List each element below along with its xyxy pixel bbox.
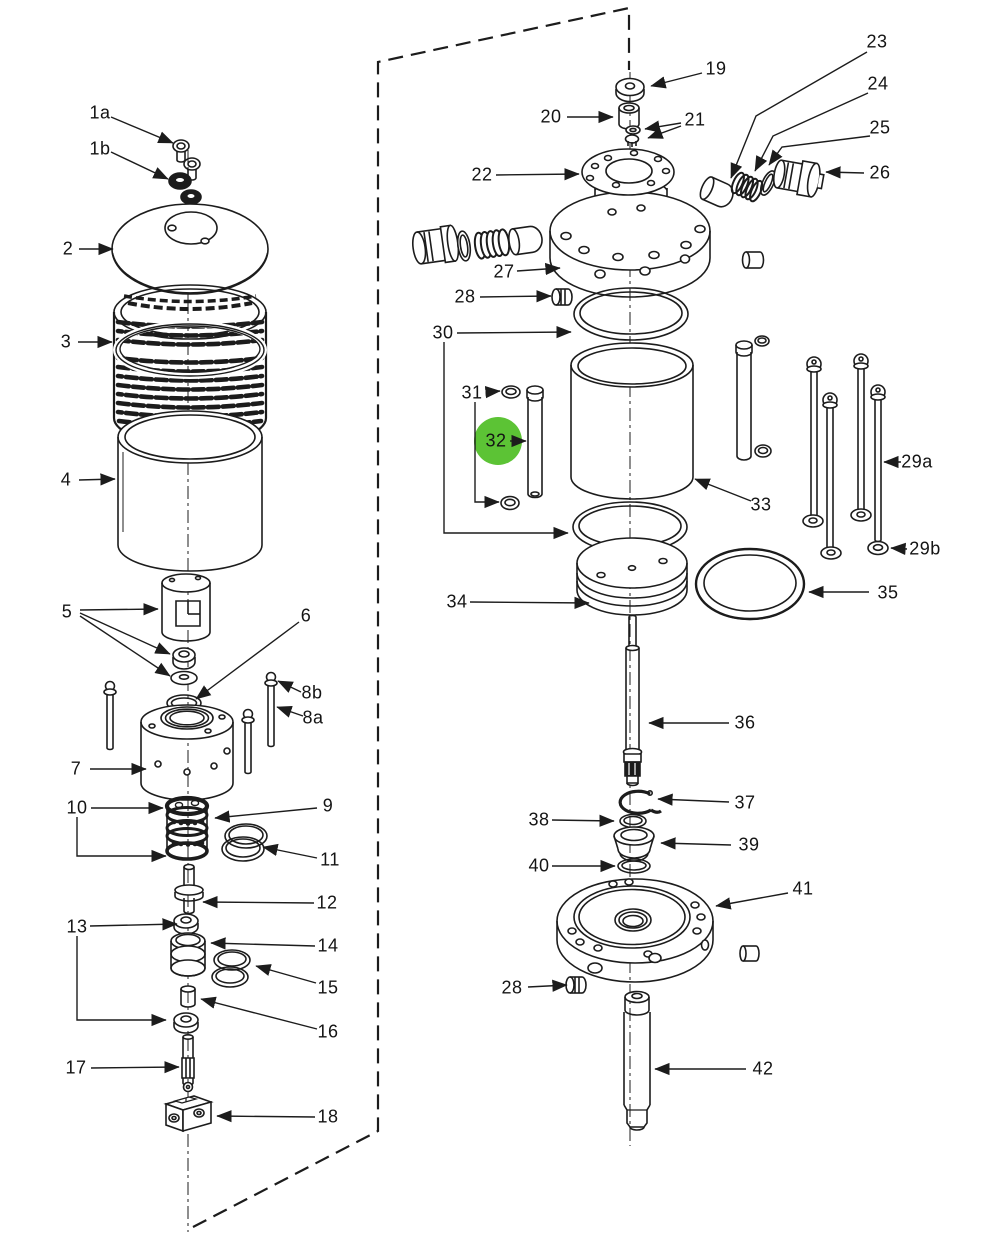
part-label-32-highlighted[interactable]: 32 xyxy=(485,430,507,451)
part-1a-screws xyxy=(172,139,201,181)
part-24-spring xyxy=(730,171,764,203)
part-label-8a[interactable]: 8a xyxy=(302,707,324,728)
part-39-packing xyxy=(613,826,655,862)
part-12-spindle xyxy=(174,863,204,915)
part-label-41[interactable]: 41 xyxy=(792,878,814,899)
part-label-12[interactable]: 12 xyxy=(316,892,338,913)
part-label-9[interactable]: 9 xyxy=(322,795,334,816)
part-label-4[interactable]: 4 xyxy=(60,469,72,490)
part-label-16[interactable]: 16 xyxy=(317,1021,339,1042)
part-34-piston-disc xyxy=(576,537,688,616)
part-35-seal-ring xyxy=(694,547,806,621)
part-4-cylinder xyxy=(117,410,263,572)
part-label-26[interactable]: 26 xyxy=(869,162,891,183)
part-label-34[interactable]: 34 xyxy=(446,591,468,612)
part-label-27[interactable]: 27 xyxy=(493,261,515,282)
part-label-7[interactable]: 7 xyxy=(70,758,82,779)
part-label-17[interactable]: 17 xyxy=(65,1057,87,1078)
part-label-20[interactable]: 20 xyxy=(540,106,562,127)
part-label-36[interactable]: 36 xyxy=(734,712,756,733)
part-label-37[interactable]: 37 xyxy=(734,792,756,813)
part-label-1a[interactable]: 1a xyxy=(89,102,111,123)
part-label-31[interactable]: 31 xyxy=(461,382,483,403)
part-label-10[interactable]: 10 xyxy=(66,797,88,818)
part-label-30[interactable]: 30 xyxy=(432,322,454,343)
part-label-2[interactable]: 2 xyxy=(62,238,74,259)
part-label-6[interactable]: 6 xyxy=(300,605,312,626)
part-13-nuts xyxy=(173,913,199,1034)
part-1b-washers xyxy=(168,172,202,205)
part-30-o-ring-top xyxy=(573,287,689,341)
part-label-38[interactable]: 38 xyxy=(528,809,550,830)
part-15-rings xyxy=(211,949,251,988)
part-label-13[interactable]: 13 xyxy=(66,916,88,937)
leader-lines xyxy=(76,51,908,1123)
part-label-25[interactable]: 25 xyxy=(869,117,891,138)
part-label-42[interactable]: 42 xyxy=(752,1058,774,1079)
part-label-39[interactable]: 39 xyxy=(738,834,760,855)
part-21-valve-bits xyxy=(624,125,641,147)
part-label-29a[interactable]: 29a xyxy=(901,451,933,472)
part-27-head-body xyxy=(549,178,711,298)
part-8-studs xyxy=(103,671,278,775)
part-label-14[interactable]: 14 xyxy=(317,935,339,956)
part-40-o-ring xyxy=(617,858,651,874)
part-label-3[interactable]: 3 xyxy=(60,331,72,352)
part-31-rings xyxy=(500,385,521,511)
dashed-boundary xyxy=(192,6,631,1228)
part-7-head-cylinder xyxy=(140,704,234,801)
part-label-28-top[interactable]: 28 xyxy=(454,286,476,307)
part-2-cover-disc xyxy=(111,203,269,295)
part-28-plug-bottom xyxy=(565,976,587,994)
part-18-block xyxy=(163,1095,214,1133)
part-22-top-flange xyxy=(581,148,675,196)
part-41-base-flange xyxy=(556,878,714,983)
part-label-5[interactable]: 5 xyxy=(61,601,73,622)
part-29b-washer xyxy=(867,540,889,556)
part-29a-tie-rods xyxy=(802,353,886,560)
part-label-35[interactable]: 35 xyxy=(877,582,899,603)
small-plug-right xyxy=(741,251,765,269)
part-42-tube xyxy=(623,990,651,1131)
part-label-22[interactable]: 22 xyxy=(471,164,493,185)
part-20-sleeve xyxy=(618,102,640,130)
part-label-40[interactable]: 40 xyxy=(528,855,550,876)
valve-cartridge-left xyxy=(411,224,543,265)
part-25-seal-ring xyxy=(759,170,777,196)
part-label-1b[interactable]: 1b xyxy=(89,138,111,159)
part-label-23[interactable]: 23 xyxy=(866,31,888,52)
part-33-cylinder-liner xyxy=(570,342,694,500)
part-label-8b[interactable]: 8b xyxy=(301,682,323,703)
part-label-19[interactable]: 19 xyxy=(705,58,727,79)
part-5-valve-block xyxy=(161,573,211,686)
part-17-pin xyxy=(181,1034,195,1093)
part-label-21[interactable]: 21 xyxy=(684,109,706,130)
part-9-10-piston-stack xyxy=(164,795,210,861)
part-26-plug xyxy=(772,159,825,198)
part-16-spacer xyxy=(180,985,196,1008)
part-19-washer xyxy=(615,77,645,103)
part-28-plug-top xyxy=(551,288,573,306)
tube-right-duplicate xyxy=(735,335,772,461)
part-label-28-bottom[interactable]: 28 xyxy=(501,977,523,998)
part-label-11[interactable]: 11 xyxy=(320,849,340,870)
part-label-29b[interactable]: 29b xyxy=(909,538,941,559)
part-14-disc-stack xyxy=(170,932,206,977)
part-37-snap-ring xyxy=(618,789,662,815)
part-label-15[interactable]: 15 xyxy=(317,977,339,998)
small-plug-right-lower xyxy=(739,945,760,962)
part-label-33[interactable]: 33 xyxy=(750,494,772,515)
part-11-rings xyxy=(221,823,268,862)
part-36-piston-rod xyxy=(622,614,643,787)
part-38-ring xyxy=(619,813,647,829)
part-23-poppet xyxy=(699,176,734,208)
highlight-circle-32[interactable] xyxy=(474,417,522,465)
part-32-tube xyxy=(526,385,544,499)
part-label-18[interactable]: 18 xyxy=(317,1106,339,1127)
part-label-24[interactable]: 24 xyxy=(867,73,889,94)
